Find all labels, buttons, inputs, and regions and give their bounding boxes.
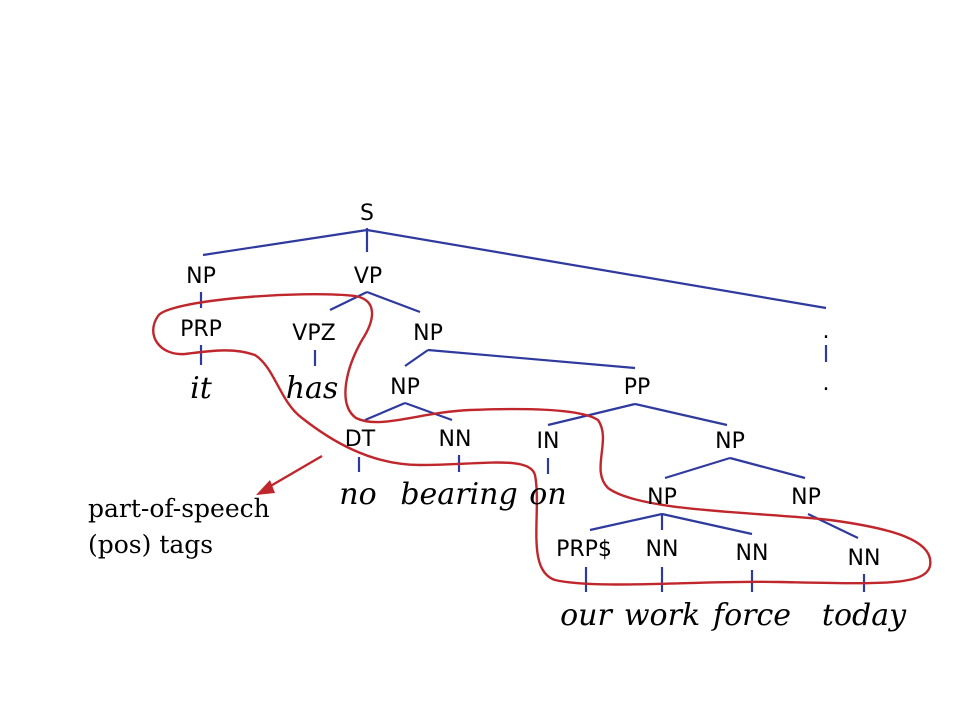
edge-np-pp (427, 348, 636, 370)
word-our: our (560, 598, 613, 633)
arrow-head-icon (256, 480, 275, 495)
word-bearing: bearing (400, 477, 517, 512)
tag-labels: S NP VP PRP VPZ NP . NP PP DT NN IN NP N… (180, 201, 880, 571)
tag-vpz: VPZ (292, 321, 335, 346)
tag-np-left: NP (647, 485, 677, 510)
tag-nn-work: NN (646, 537, 679, 562)
edge-nppp-left (664, 456, 731, 480)
word-today: today (822, 598, 907, 633)
edge-npleft-nn-force (661, 512, 753, 536)
tag-np-subject: NP (186, 264, 216, 289)
tag-np-pp: NP (715, 429, 745, 454)
tag-dt: DT (345, 427, 376, 452)
tag-np-inner: NP (390, 375, 420, 400)
edge-pp-np (634, 402, 728, 427)
word-has: has (286, 371, 339, 406)
tag-punct: . (823, 319, 830, 344)
tag-np-object: NP (413, 321, 443, 346)
edge-npinner-dt (364, 401, 406, 422)
word-period: . (823, 371, 830, 396)
pos-annotation-arrow (256, 454, 323, 495)
tag-prp: PRP (180, 317, 222, 342)
tag-in: IN (537, 429, 560, 454)
tag-s: S (360, 201, 374, 226)
tag-vp: VP (354, 264, 382, 289)
edge-np-npinner (404, 349, 429, 367)
edge-vp-np (366, 290, 421, 314)
word-work: work (624, 598, 700, 633)
tag-nn-today: NN (848, 546, 881, 571)
tag-np-right: NP (791, 485, 821, 510)
sentence-words: it has no bearing on our work force toda… (190, 371, 907, 633)
edge-vp-vpz (329, 291, 368, 311)
tag-pp: PP (624, 375, 651, 400)
edge-nppp-right (729, 456, 806, 480)
word-no: no (339, 477, 376, 512)
pos-annotation: part-of-speech (pos) tags (88, 494, 270, 559)
edge-s-np (202, 228, 368, 257)
word-on: on (529, 477, 566, 512)
word-it: it (190, 371, 213, 406)
edge-pp-in (547, 402, 636, 427)
tag-prps: PRP$ (556, 537, 612, 562)
tree-edges (199, 228, 866, 592)
annotation-line-1: part-of-speech (88, 494, 270, 523)
tag-nn-bearing: NN (439, 427, 472, 452)
pos-highlight-loop (152, 293, 932, 586)
annotation-line-2: (pos) tags (88, 530, 213, 559)
edge-s-punct (366, 228, 827, 310)
word-force: force (711, 598, 791, 633)
tag-nn-force: NN (736, 541, 769, 566)
edge-npinner-nn (404, 401, 453, 422)
edge-npleft-prps (589, 512, 663, 532)
